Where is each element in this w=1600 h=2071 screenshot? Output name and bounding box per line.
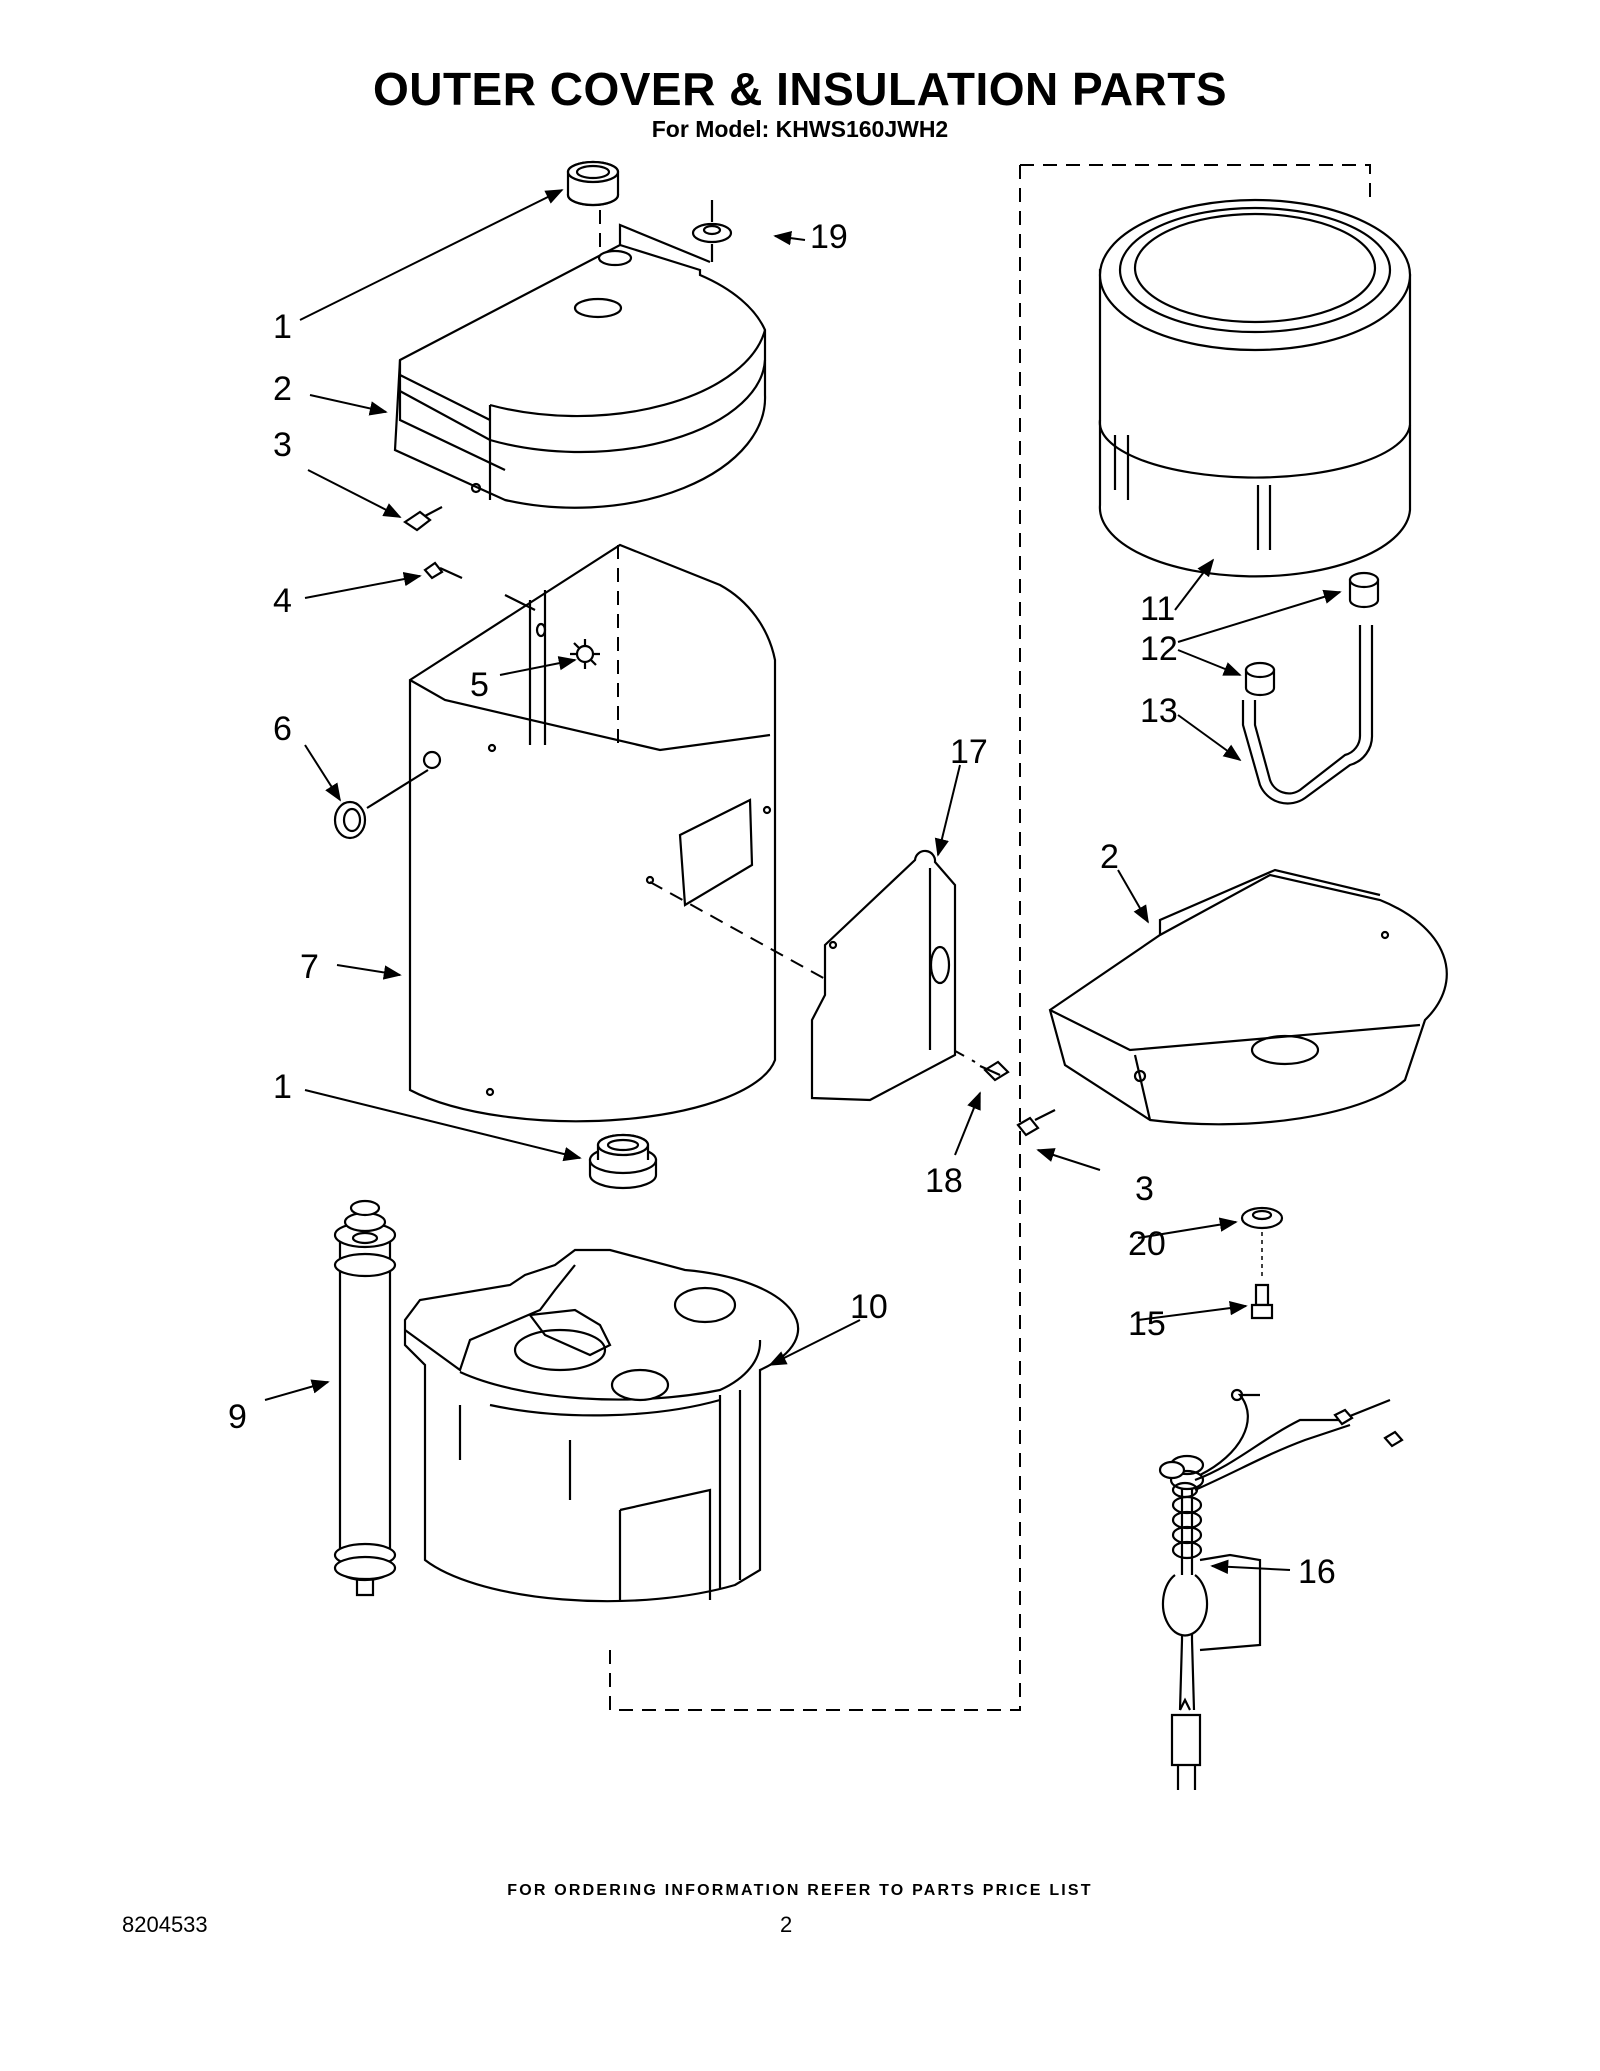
leader-lines	[264, 189, 1342, 1575]
part-2-top-cover	[393, 223, 767, 509]
page-title: OUTER COVER & INSULATION PARTS	[372, 63, 1228, 115]
callout-17: 17	[950, 733, 988, 771]
callout-20: 20	[1128, 1225, 1166, 1263]
callout-16: 16	[1298, 1553, 1336, 1591]
callout-3-right: 3	[1135, 1170, 1154, 1208]
callout-18: 18	[925, 1162, 963, 1200]
part-11-insulation-jacket	[1098, 198, 1412, 578]
part-3-screw-right	[1016, 1109, 1056, 1137]
callout-3-top: 3	[273, 426, 292, 464]
callout-5: 5	[470, 666, 489, 704]
callout-11: 11	[1140, 590, 1175, 628]
callout-1-top: 1	[273, 308, 292, 346]
part-17-shield	[810, 849, 957, 1102]
part-9-rod	[333, 1199, 397, 1597]
part-4-screw	[423, 561, 463, 580]
callout-15: 15	[1128, 1305, 1166, 1343]
part-10-insulation-base	[403, 1248, 800, 1603]
callout-7: 7	[300, 948, 319, 986]
page-number: 2	[780, 1912, 793, 1937]
callout-6: 6	[273, 710, 292, 748]
callout-19: 19	[810, 218, 848, 256]
callout-10: 10	[850, 1288, 888, 1326]
part-13-tube	[1241, 625, 1374, 805]
part-18-screw	[979, 1060, 1010, 1082]
callout-2-top: 2	[273, 370, 292, 408]
callout-1-bottom: 1	[273, 1068, 292, 1106]
part-12-caps	[1244, 571, 1380, 697]
part-5-star-washer	[570, 639, 600, 669]
ordering-info-note: FOR ORDERING INFORMATION REFER TO PARTS …	[507, 1882, 1093, 1899]
part-6-plug	[333, 769, 429, 840]
part-3-screw-top	[403, 506, 443, 532]
callout-2-right: 2	[1100, 838, 1119, 876]
part-19-washer	[691, 200, 733, 262]
part-20-washer	[1240, 1206, 1284, 1280]
callout-13: 13	[1140, 692, 1178, 730]
callout-9: 9	[228, 1398, 247, 1436]
part-1-top-grommet	[566, 160, 620, 207]
callout-numbers: 1 19 2 3 4 5 6 7 1 9 10 11 12 13 2 17 18…	[228, 218, 1336, 1591]
callout-12: 12	[1140, 630, 1178, 668]
part-15-screw	[1250, 1283, 1274, 1320]
part-16-power-cord	[1158, 1388, 1404, 1790]
callout-4: 4	[273, 582, 292, 620]
part-2-bottom-pan	[1048, 868, 1448, 1126]
part-1-bottom-grommet	[588, 1133, 658, 1190]
assembly-boundary	[609, 164, 1371, 1711]
document-number: 8204533	[122, 1912, 208, 1937]
model-subtitle: For Model: KHWS160JWH2	[651, 116, 949, 142]
